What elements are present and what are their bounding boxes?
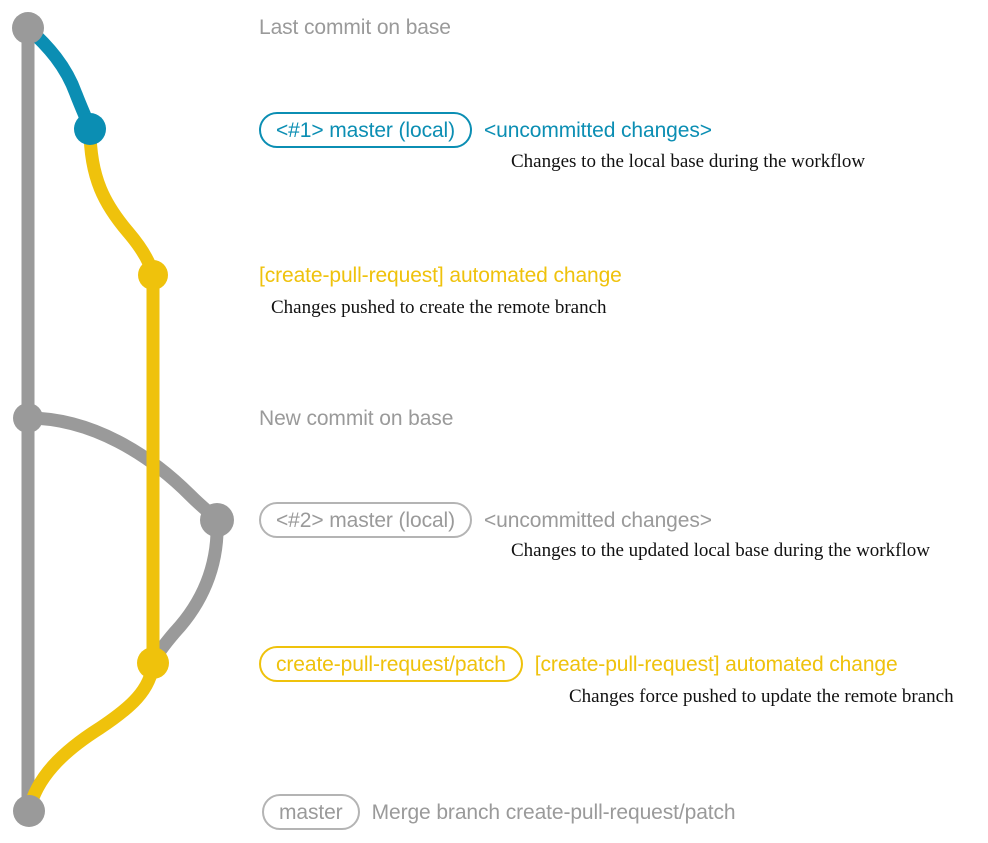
commit-message-last-commit-on-base: Last commit on base [259, 16, 451, 39]
local2-to-remote2-curve [146, 513, 224, 670]
node-base-commit-new [13, 403, 43, 433]
commit-message-uncommitted-changes-1: <uncommitted changes> [484, 118, 712, 142]
subtext-pushed-create-remote-branch: Changes pushed to create the remote bran… [271, 297, 607, 318]
node-remote-commit-2 [137, 647, 169, 679]
branch-chip-create-pull-request-patch[interactable]: create-pull-request/patch [259, 646, 523, 682]
row-automated-change-create: [create-pull-request] automated change [259, 265, 622, 286]
commit-message-automated-change-update: [create-pull-request] automated change [534, 652, 898, 676]
subtext-updated-local-base-changes: Changes to the updated local base during… [511, 540, 930, 561]
base-to-local2-curve [21, 411, 224, 527]
row-local-master-1: <#1> master (local) <uncommitted changes… [259, 112, 712, 148]
branch-chip-master[interactable]: master [262, 794, 360, 830]
row-new-commit-on-base: New commit on base [259, 408, 453, 429]
row-local-master-2: <#2> master (local) <uncommitted changes… [259, 502, 712, 538]
branch-chip-local-master-2[interactable]: <#2> master (local) [259, 502, 473, 538]
node-merge-commit [13, 795, 45, 827]
node-local-commit-2 [200, 503, 234, 537]
row-automated-change-update: create-pull-request/patch [create-pull-r… [259, 646, 898, 682]
node-local-commit-1 [74, 113, 106, 145]
node-remote-commit-1 [138, 260, 168, 290]
commit-message-merge-branch: Merge branch create-pull-request/patch [371, 800, 736, 824]
remote2-to-merge-curve [22, 656, 160, 818]
local1-to-remote1-curve [83, 122, 160, 282]
branch-chip-local-master-1[interactable]: <#1> master (local) [259, 112, 473, 148]
row-last-commit-on-base: Last commit on base [259, 17, 451, 38]
subtext-force-pushed-update-remote-branch: Changes force pushed to update the remot… [569, 686, 954, 707]
commit-message-uncommitted-changes-2: <uncommitted changes> [484, 508, 712, 532]
base-to-local1-curve [21, 21, 97, 136]
subtext-local-base-changes: Changes to the local base during the wor… [511, 151, 866, 172]
commit-message-automated-change-create: [create-pull-request] automated change [259, 264, 622, 287]
commit-message-new-commit-on-base: New commit on base [259, 407, 454, 430]
row-merge-commit: master Merge branch create-pull-request/… [262, 794, 736, 830]
node-base-commit-last [12, 12, 44, 44]
